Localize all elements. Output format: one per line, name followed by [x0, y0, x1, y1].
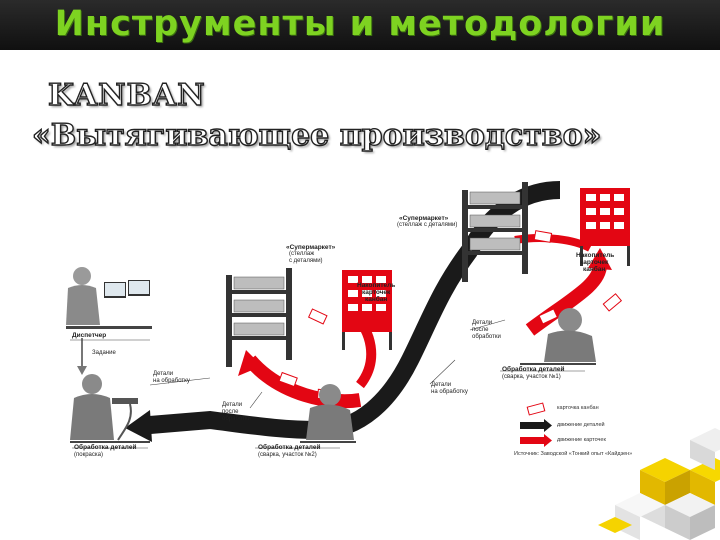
label-parts-after-right-1: Детали — [472, 320, 493, 326]
legend-kanban-card: карточка канбан — [557, 405, 599, 411]
label-parts-after-mid-2: после — [222, 409, 239, 415]
label-welding2-1: Обработка деталей — [258, 444, 321, 451]
label-welding1-1: Обработка деталей — [502, 366, 565, 373]
label-supermarket-mid-sub2: с деталями) — [289, 258, 323, 264]
welder-2-figure — [300, 384, 356, 443]
label-supermarket-top-sub: (стеллаж с деталями) — [397, 222, 458, 228]
page-title: Инструменты и методологии — [54, 4, 666, 44]
label-dispatcher: Диспетчер — [72, 332, 107, 339]
label-welding1-2: (сварка, участок №1) — [502, 374, 561, 380]
label-leaders — [70, 319, 585, 449]
label-welding2-2: (сварка, участок №2) — [258, 452, 317, 458]
label-collector-mid-3: канбан — [365, 296, 388, 303]
label-collector-top-2: карточек — [580, 259, 609, 266]
label-parts-to-processing-left-2: на обработку — [153, 378, 190, 384]
legend-parts-movement: движение деталей — [557, 422, 605, 428]
label-collector-mid-2: карточек — [362, 289, 391, 296]
subtitle-kanban: KANBAN — [47, 77, 206, 113]
kanban-board-middle — [342, 270, 392, 350]
legend-swatches — [520, 402, 552, 447]
label-collector-top-3: канбан — [583, 266, 606, 273]
label-parts-after-mid-1: Детали — [222, 402, 243, 408]
legend-source: Источник: Заводской «Тонкий опыт «Кайдзе… — [514, 451, 633, 457]
kanban-board-top — [580, 188, 630, 266]
label-collector-mid-1: Накопитель — [357, 282, 396, 289]
label-painting-2: (покраска) — [74, 452, 103, 458]
label-task: Задание — [92, 350, 116, 356]
label-painting-1: Обработка деталей — [74, 444, 137, 451]
welder-1-figure — [520, 308, 596, 365]
label-parts-to-processing-right-2: на обработку — [431, 389, 468, 395]
title-bar: Инструменты и методологии — [0, 0, 720, 50]
label-parts-after-right-2: после — [472, 327, 489, 333]
painter-figure — [70, 374, 150, 443]
dispatcher-figure — [66, 267, 152, 329]
label-parts-after-mid-3: обработки — [222, 416, 251, 422]
label-supermarket-mid: «Супермаркет» — [286, 244, 336, 251]
decorative-cubes — [598, 428, 720, 540]
label-parts-to-processing-right-1: Детали — [431, 382, 452, 388]
task-arrow — [77, 338, 87, 375]
label-supermarket-top: «Супермаркет» — [399, 215, 449, 222]
label-supermarket-mid-sub1: (стеллаж — [289, 251, 315, 257]
subtitle-pull-production: «Вытягивающее производство» — [31, 117, 602, 153]
supermarket-rack-middle — [226, 268, 292, 367]
label-parts-after-right-3: обработки — [472, 334, 501, 340]
supermarket-rack-top — [462, 182, 528, 282]
legend-cards-movement: движение карточек — [557, 437, 606, 443]
label-collector-top-1: Накопитель — [576, 252, 615, 259]
label-parts-to-processing-left-1: Детали — [153, 371, 174, 377]
